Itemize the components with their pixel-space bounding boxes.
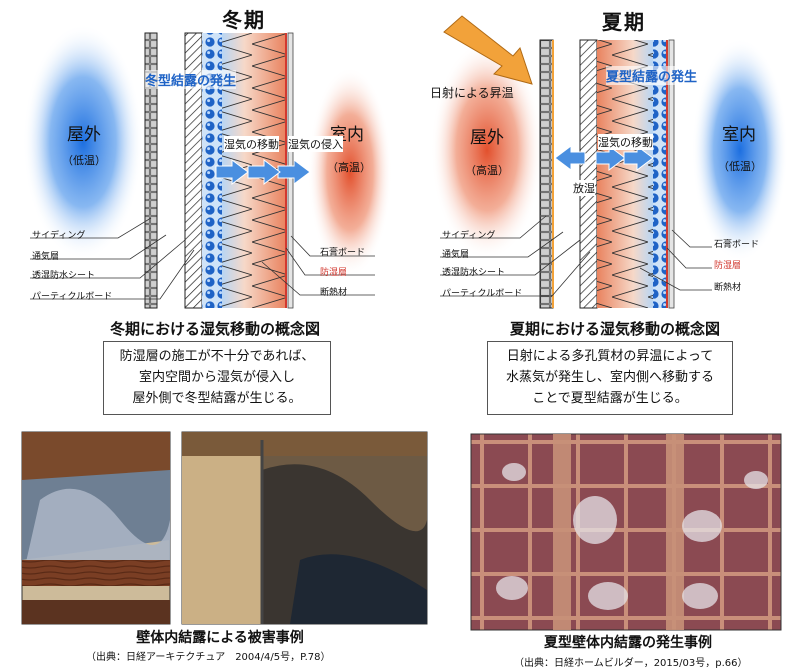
winter-desc-line-2: 室内空間から湿気が侵入し [138, 370, 295, 385]
summer-outside-temp: （高温） [465, 164, 509, 177]
summer-outside-label: 屋外 [470, 128, 504, 148]
winter-moisture-move-label: 湿気の移動 [224, 136, 279, 152]
winter-condensation-bubbles [202, 33, 222, 308]
summer-condensation-bubbles [653, 40, 667, 308]
winter-label-particle-board: パーティクルボード [32, 292, 113, 302]
winter-outside-label: 屋外 [67, 125, 101, 145]
winter-title: 冬期 [222, 8, 266, 32]
damage-source: （出典：日経アーキテクチュア 2004/4/5号，P.78） [86, 652, 331, 663]
winter-inside-warm-zone [308, 67, 392, 277]
summer-gypsum-board [668, 39, 675, 309]
winter-label-siding: サイディング [32, 231, 86, 241]
summer-label-gypsum-board: 石膏ボード [714, 240, 760, 250]
summer-inside-cold-zone [692, 38, 788, 262]
winter-label-breathable-sheet: 透湿防水シート [32, 271, 96, 281]
summer-label-vapor-barrier: 防湿層 [714, 261, 742, 271]
winter-desc-line-3: 屋外側で冬型結露が生じる。 [132, 391, 302, 406]
summer-label-insulation: 断熱材 [714, 283, 742, 293]
summer-siding [539, 39, 554, 309]
summer-leaders-right [639, 229, 712, 291]
summer-arrow-release [554, 145, 586, 171]
summer-photo-source: （出典：日経ホームビルダー，2015/03号，p.66） [514, 658, 748, 669]
summer-label-air-layer: 通気層 [442, 250, 470, 260]
summer-title: 夏期 [602, 10, 646, 34]
condensation-spots [496, 463, 768, 610]
summer-outside-warm-zone [431, 40, 543, 260]
winter-leaders-left [30, 217, 195, 300]
summer-label-siding: サイディング [442, 231, 496, 241]
summer-inside-label: 室内 [722, 125, 756, 145]
summer-description-box: 日射による多孔質材の昇温によって 水蒸気が発生し、室内側へ移動する ことで夏型結… [487, 341, 733, 415]
summer-sun-label: 日射による昇温 [430, 86, 514, 100]
summer-moisture-move-label: 湿気の移動 [598, 134, 653, 150]
winter-inside-temp: （高温） [327, 161, 371, 174]
summer-label-particle-board: パーティクルボード [442, 289, 523, 299]
summer-inside-temp: （低温） [718, 160, 762, 173]
winter-arrow-moisture-move-2 [215, 159, 249, 185]
summer-label-breathable-sheet: 透湿防水シート [442, 268, 506, 278]
winter-caption: 冬期における湿気移動の概念図 [109, 320, 320, 338]
summer-particle-board [579, 39, 598, 309]
summer-desc-line-1: 日射による多孔質材の昇温によって [506, 349, 714, 364]
winter-siding [144, 32, 158, 309]
summer-desc-line-3: ことで夏型結露が生じる。 [532, 391, 688, 406]
winter-label-insulation: 断熱材 [320, 288, 348, 298]
winter-leaders-right [261, 235, 375, 296]
winter-label-air-layer: 通気層 [32, 252, 60, 262]
winter-outside-cold-zone [23, 24, 143, 260]
summer-caption: 夏期における湿気移動の概念図 [509, 320, 720, 338]
summer-release-label: 放湿 [573, 180, 595, 196]
winter-label-vapor-barrier: 防湿層 [320, 268, 348, 278]
winter-description-box: 防湿層の施工が不十分であれば、 室内空間から湿気が侵入し 屋外側で冬型結露が生じ… [103, 341, 331, 415]
summer-desc-line-2: 水蒸気が発生し、室内側へ移動する [505, 370, 714, 385]
summer-condensation-label: 夏型結露の発生 [606, 66, 698, 85]
summer-photo-caption: 夏型壁体内結露の発生事例 [544, 635, 712, 651]
winter-moisture-in-label: 湿気の侵入 [288, 136, 343, 152]
winter-desc-line-1: 防湿層の施工が不十分であれば、 [119, 349, 315, 364]
winter-condensation-label: 冬型結露の発生 [145, 70, 237, 89]
summer-leaders-left [440, 215, 591, 297]
winter-outside-temp: （低温） [62, 154, 106, 167]
winter-label-gypsum-board: 石膏ボード [320, 248, 366, 258]
damage-caption: 壁体内結露による被害事例 [136, 630, 304, 646]
summer-sun-arrow [443, 15, 533, 85]
